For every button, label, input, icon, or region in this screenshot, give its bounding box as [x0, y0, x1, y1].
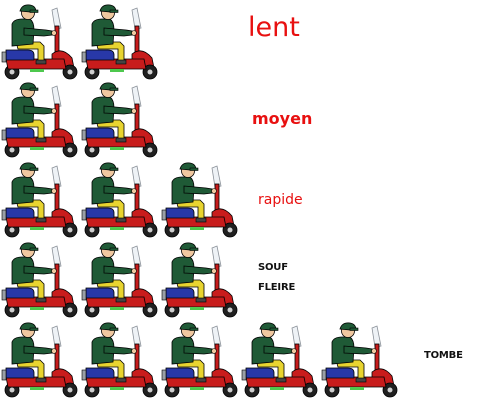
scooter-sprite-tombe-2 [80, 320, 160, 400]
scooter-sprite-rapide-2 [80, 160, 160, 240]
scooter-sprite-moyen-1 [0, 80, 80, 160]
speed-label-lent: lent [248, 12, 300, 43]
scooter-sprite-tombe-5 [320, 320, 400, 400]
state-label-tombe: TOMBE [424, 350, 463, 361]
scooter-sprite-moyen-2 [80, 80, 160, 160]
state-label-fleire: FLEIRE [258, 282, 296, 293]
scooter-sprite-lent-2 [80, 2, 160, 82]
scooter-sprite-souffleire-3 [160, 240, 240, 320]
scooter-sprite-rapide-1 [0, 160, 80, 240]
scooter-sprite-tombe-4 [240, 320, 320, 400]
state-label-souf: SOUF [258, 262, 288, 273]
scooter-sprite-tombe-3 [160, 320, 240, 400]
scooter-sprite-lent-1 [0, 2, 80, 82]
speed-label-moyen: moyen [252, 109, 313, 128]
scooter-sprite-rapide-3 [160, 160, 240, 240]
scooter-sprite-souffleire-2 [80, 240, 160, 320]
scooter-sprite-souffleire-1 [0, 240, 80, 320]
scooter-sprite-tombe-1 [0, 320, 80, 400]
speed-label-rapide: rapide [258, 192, 303, 208]
